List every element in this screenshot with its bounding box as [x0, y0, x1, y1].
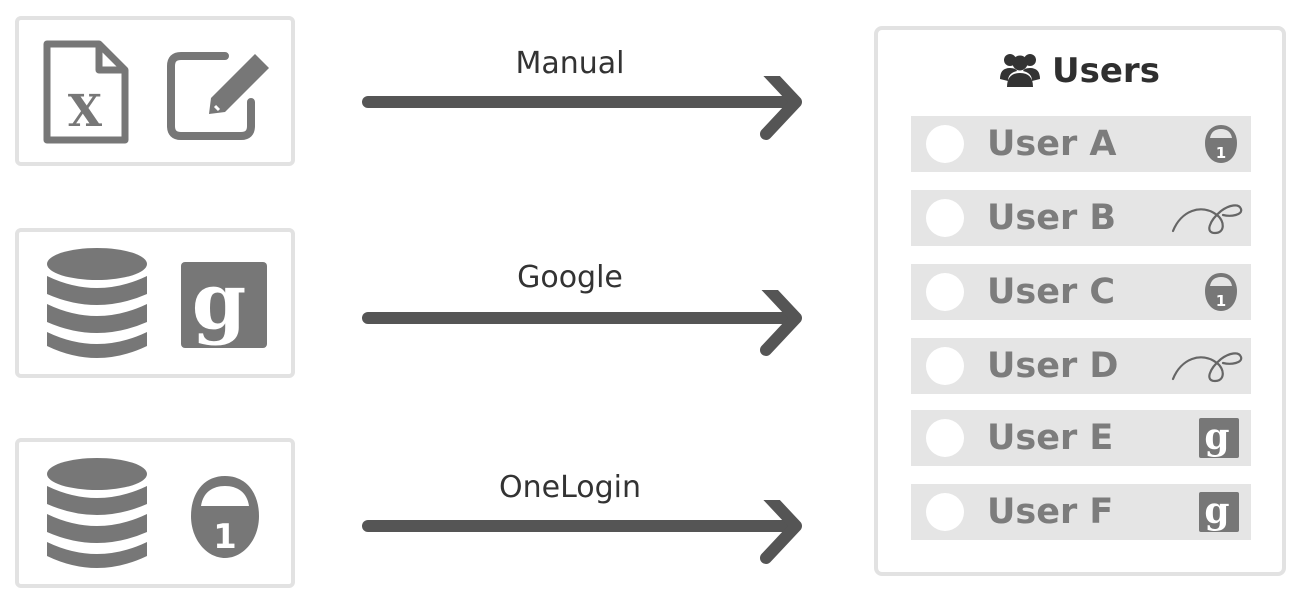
svg-text:g: g [1204, 417, 1229, 458]
onelogin-digit: 1 [213, 517, 237, 557]
google-icon: g [181, 256, 267, 352]
flow-label-google: Google [517, 260, 623, 295]
database-icon [45, 246, 149, 368]
arrow-icon [362, 290, 802, 356]
user-row-e[interactable]: User E g [911, 410, 1251, 466]
database-icon [45, 456, 149, 578]
user-avatar [926, 273, 964, 311]
onelogin-icon: 1 [1185, 271, 1241, 313]
source-box-google: g [15, 228, 295, 378]
excel-file-icon: X [41, 40, 131, 148]
google-icon: g [1185, 416, 1241, 459]
onelogin-icon: 1 [1185, 123, 1241, 165]
arrow-icon [362, 76, 802, 140]
google-icon: g [1185, 490, 1241, 533]
onelogin-icon: 1 [189, 474, 261, 564]
users-title: Users [1052, 51, 1160, 91]
flow-label-onelogin: OneLogin [498, 470, 642, 505]
flow-google: Google [360, 260, 810, 360]
flow-label-manual: Manual [515, 46, 625, 81]
user-name: User B [987, 198, 1117, 238]
svg-text:g: g [1204, 491, 1229, 532]
source-box-manual: X [15, 16, 295, 166]
user-name: User E [987, 418, 1114, 458]
users-header: Users [878, 48, 1282, 94]
google-letter: g [192, 262, 247, 347]
user-avatar [926, 347, 964, 385]
user-name: User F [987, 492, 1114, 532]
user-row-b[interactable]: User B [911, 190, 1251, 246]
user-avatar [926, 199, 964, 237]
user-avatar [926, 419, 964, 457]
source-box-onelogin: 1 [15, 438, 295, 588]
user-name: User C [987, 272, 1116, 312]
user-avatar [926, 493, 964, 531]
flow-manual: Manual [360, 46, 810, 146]
signature-icon [1171, 197, 1243, 239]
excel-letter: X [68, 86, 103, 137]
flow-onelogin: OneLogin [360, 470, 810, 570]
user-row-a[interactable]: User A 1 [911, 116, 1251, 172]
signature-icon [1171, 345, 1243, 387]
users-panel: Users User A 1 User B User C 1 [874, 26, 1286, 576]
edit-pencil-icon [163, 48, 275, 148]
users-group-icon [1000, 51, 1041, 91]
user-row-f[interactable]: User F g [911, 484, 1251, 540]
arrow-icon [362, 500, 802, 564]
svg-text:1: 1 [1216, 292, 1226, 310]
user-name: User A [987, 124, 1117, 164]
user-name: User D [987, 346, 1119, 386]
user-row-d[interactable]: User D [911, 338, 1251, 394]
user-row-c[interactable]: User C 1 [911, 264, 1251, 320]
user-avatar [926, 125, 964, 163]
svg-text:1: 1 [1216, 144, 1226, 162]
